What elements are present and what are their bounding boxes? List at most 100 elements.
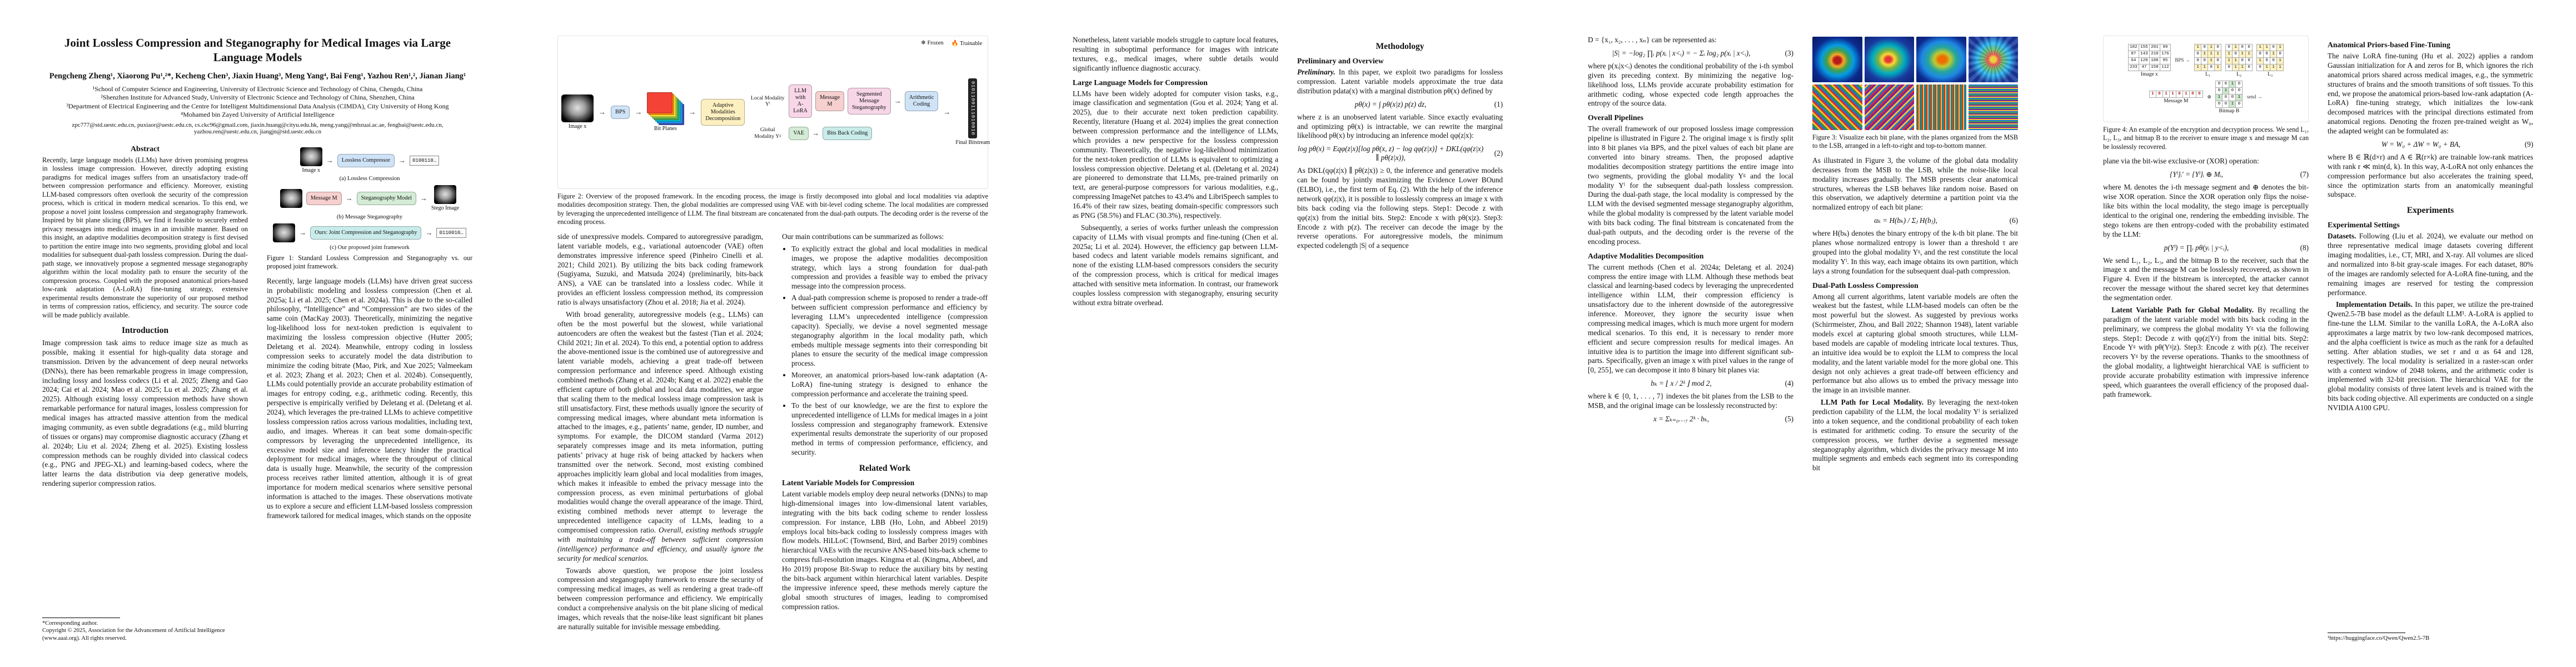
equation-6: αₖ = H(bₖ) / Σⱼ H(bⱼ),(6) <box>1874 216 2018 225</box>
brain-image-icon <box>280 189 302 208</box>
body-paragraph: Subsequently, a series of works further … <box>1073 223 1278 307</box>
contributions-list: To explicitly extract the global and loc… <box>782 245 988 457</box>
body-paragraph: Among all current algorithms, latent var… <box>1812 292 2018 395</box>
contribution-item: To the best of our knowledge, we are the… <box>791 401 988 457</box>
intro-paragraph: Image compression task aims to reduce im… <box>42 339 248 488</box>
fig2-steganography-box: Segmented Message Steganography <box>848 88 891 115</box>
fig2-global-label: Global Modality Yᵍ <box>754 127 781 140</box>
contributions-lead: Our main contributions can be summarized… <box>782 232 944 241</box>
body-text: By leveraging the next-token prediction … <box>1812 398 2018 472</box>
datasets-paragraph: Datasets. Following (Liu et al. 2024), w… <box>2328 232 2533 297</box>
page-3: Nonetheless, latent variable models stru… <box>1030 0 1546 667</box>
figure-1: Image x → Lossless Compressor → 0100110…… <box>267 147 472 251</box>
body-text: By recalling the paradigm of the latent … <box>2103 305 2309 399</box>
body-text: With broad generality, autoregressive mo… <box>557 310 763 534</box>
fig2-legend: ❄ Frozen 🔥 Trainable <box>921 39 982 47</box>
subsection-dual-path: Dual-Path Lossless Compression <box>1812 281 1919 290</box>
body-paragraph: Towards above question, we propose the j… <box>557 566 763 631</box>
page-4: D = {x₁, x₂, . . . , xₙ} can be represen… <box>1546 0 2061 667</box>
contribution-item: To explicitly extract the global and loc… <box>791 245 988 291</box>
bitplane-image <box>1812 84 1862 130</box>
affiliation-1: ¹School of Computer Science and Engineer… <box>92 84 423 93</box>
body-paragraph: where z is an unobserved latent variable… <box>1297 112 1503 140</box>
body-text: In this paper, we exploit two paradigms … <box>1297 68 1503 95</box>
related-work-paragraph: Latent variable models employ deep neura… <box>782 490 988 611</box>
abstract-heading: Abstract <box>130 145 160 153</box>
fig4-l1-label: L₁ <box>2205 72 2211 77</box>
body-paragraph: side of unexpressive models. Compared to… <box>557 232 763 306</box>
arrow-icon: → <box>812 128 820 137</box>
body-paragraph: where B ∈ ℝ(d×r) and A ∈ ℝ(r×k) are trai… <box>2328 152 2533 199</box>
fig2-input-label: Image x <box>568 123 587 130</box>
corresponding-author-note: *Corresponding author. <box>42 620 98 626</box>
fig1-steganography-box: Steganography Model <box>356 192 416 206</box>
implementation-runin: Implementation Details. <box>2336 300 2413 309</box>
body-paragraph: With broad generality, autoregressive mo… <box>557 310 763 564</box>
fig2-local-label: Local Modality Yˡ <box>750 94 785 108</box>
fig2-bitplane-stack <box>647 92 685 126</box>
fig1-panel-b-label: (b) Message Steganography <box>336 213 403 220</box>
fig4-l3-label: L₃ <box>2268 72 2273 77</box>
frozen-icon: ❄ Frozen <box>921 40 944 46</box>
body-paragraph: plane via the bit-wise exclusive-or (XOR… <box>2103 157 2259 166</box>
author-emails[interactable]: zpc777@std.uestc.edu.cn, puxiaor@uestc.e… <box>72 121 444 135</box>
page4-left-column: D = {x₁, x₂, . . . , xₙ} can be represen… <box>1588 36 1793 476</box>
section-methodology: Methodology <box>1376 42 1424 51</box>
arrow-icon: → <box>635 108 642 116</box>
fig4-message-label: Message M <box>2164 98 2189 104</box>
page5-footnote: ¹https://huggingface.co/Qwen/Qwen2.5-7B <box>2328 633 2533 643</box>
latent-path-paragraph: Latent Variable Path for Global Modality… <box>2103 306 2309 400</box>
fig2-bps-box: BPS <box>611 106 630 119</box>
llm-path-runin: LLM Path for Local Modality. <box>1821 398 1924 407</box>
body-text: Following (Liu et al. 2024), we evaluate… <box>2328 232 2533 297</box>
bitplane-image <box>1864 37 1914 82</box>
paper-title: Joint Lossless Compression and Steganogr… <box>64 36 451 64</box>
latent-path-runin: Latent Variable Path for Global Modality… <box>2111 305 2254 314</box>
brain-image-icon <box>273 223 296 242</box>
figure-2: ❄ Frozen 🔥 Trainable Image x → BPS → Bit… <box>557 36 990 189</box>
page1-footnotes: *Corresponding author. Copyright © 2025,… <box>42 617 248 643</box>
subsection-preliminary-overview: Preliminary and Overview <box>1297 57 1384 65</box>
bitplane-image <box>1864 84 1914 130</box>
body-paragraph: LLMs have been widely adopted for comput… <box>1073 89 1278 220</box>
fig4-image-label: Image x <box>2140 72 2158 77</box>
arrow-icon: → <box>599 108 606 116</box>
intro-paragraph-llm: Recently, large language models (LLMs) h… <box>267 276 472 520</box>
body-paragraph: As illustrated in Figure 3, the volume o… <box>1812 156 2018 212</box>
fig4-l2-label: L₂ <box>2236 72 2242 77</box>
fig4-bitmap-label: Bitmap B <box>2219 108 2240 114</box>
fig1-joint-box: Ours: Joint Compression and Steganograph… <box>310 226 422 240</box>
fig4-xor-icon: ⊕ <box>2207 94 2211 100</box>
footnote-url[interactable]: ¹https://huggingface.co/Qwen/Qwen2.5-7B <box>2328 635 2430 642</box>
figure-1-caption: Figure 1: Standard Lossless Compression … <box>267 253 472 271</box>
page1-right-column: Image x → Lossless Compressor → 0100110…… <box>267 144 472 524</box>
fig2-amd-box: Adaptive Modalities Decomposition <box>701 99 745 126</box>
equation-7: {Yˡ}ᵢ′ = {Yˡ}ᵢ ⊕ Mᵢ,(7) <box>2170 170 2309 179</box>
page-1: Joint Lossless Compression and Steganogr… <box>0 0 515 667</box>
arrow-icon: → <box>425 228 433 237</box>
fig2-final-bitstream: 0101100111010010 <box>968 78 978 139</box>
stego-image-icon <box>434 185 456 205</box>
section-introduction: Introduction <box>121 326 169 336</box>
subsection-overall-pipelines: Overall Pipelines <box>1588 113 1643 122</box>
bitplane-image <box>1968 84 2018 130</box>
subsection-adaptive-decomposition: Adaptive Modalities Decomposition <box>1588 251 1704 260</box>
fig2-final-label: Final Bitstream <box>955 140 990 146</box>
page4-right-column: Figure 3: Visualize each bit plane, with… <box>1812 36 2018 476</box>
body-paragraph: The naive LoRA fine-tuning (Hu et al. 20… <box>2328 52 2533 135</box>
fig2-message-box: Message M <box>815 91 845 111</box>
preliminary-runin: Preliminary. <box>1297 68 1336 76</box>
equation-3: |S| = −log₂ ∏ᵢ p(xᵢ | x<ᵢ) = − Σᵢ log₂ p… <box>1612 48 1793 57</box>
equation-1: pθ(x) = ∫ pθ(x|z) p(z) dz,(1) <box>1354 99 1503 108</box>
equation-4: bₖ = ⌊ x / 2ᵏ ⌋ mod 2,(4) <box>1651 379 1793 388</box>
page2-right-column: Our main contributions can be summarized… <box>782 232 988 635</box>
page-2: ❄ Frozen 🔥 Trainable Image x → BPS → Bit… <box>515 0 1030 667</box>
fig4-send-arrow: send → <box>2246 94 2263 100</box>
